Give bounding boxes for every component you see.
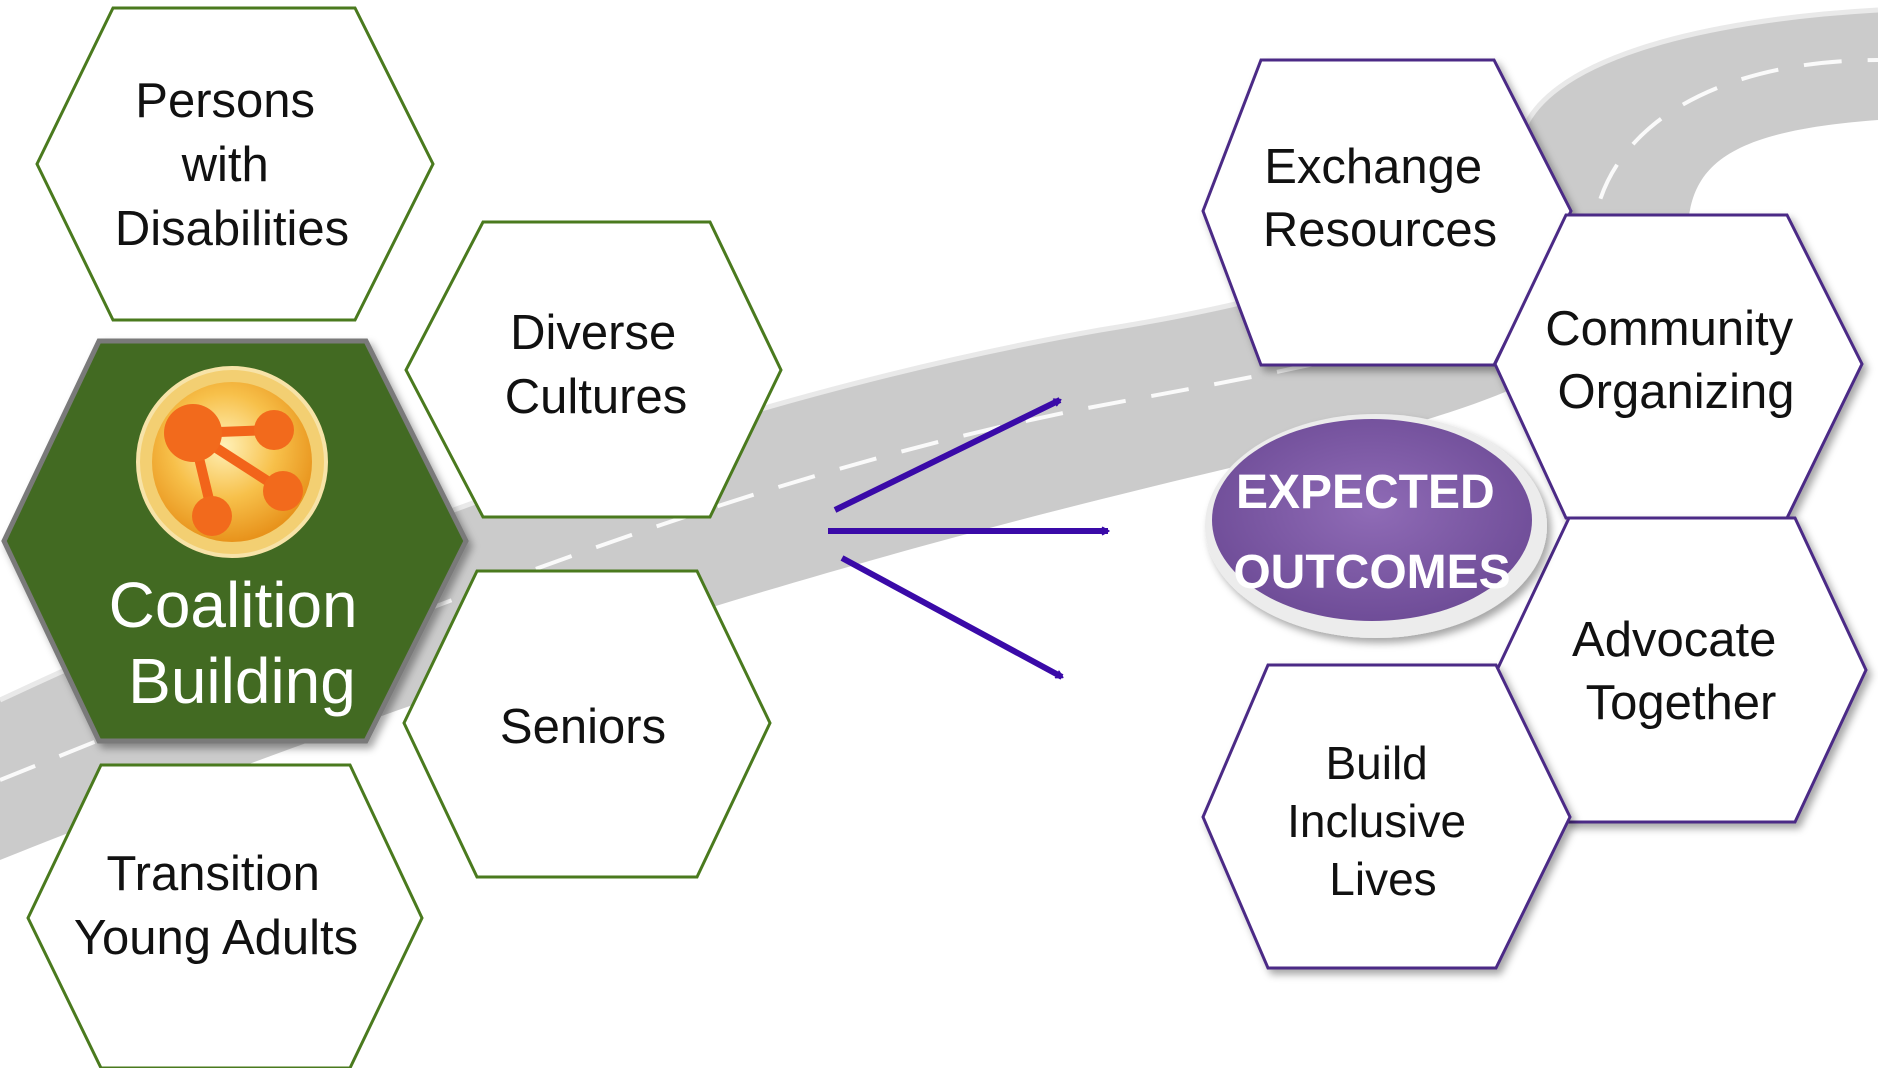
arrows — [828, 397, 1110, 680]
hex-persons-with-disabilities: Persons with Disabilities — [35, 6, 435, 322]
hub-coalition-building: Coalition Building — [1, 338, 469, 744]
hex-label-line: Diverse — [510, 306, 676, 360]
svg-text:Advocate Together: Advocate Together — [1572, 613, 1790, 730]
svg-text:Community Organizing: Community Organizing — [1545, 302, 1806, 419]
expected-outcomes-badge: EXPECTED OUTCOMES — [1205, 414, 1547, 638]
hex-seniors: Seniors — [402, 569, 772, 879]
hex-diverse-cultures: Diverse Cultures — [404, 220, 783, 519]
svg-text:Persons with Disab: Persons with Disabilities — [115, 74, 349, 256]
hex-label-line: Inclusive — [1287, 795, 1466, 847]
hex-label-line: with — [181, 138, 269, 192]
hex-label-line: Persons — [135, 74, 315, 128]
svg-text:Build Inclusive Li: Build Inclusive Lives — [1287, 737, 1479, 905]
svg-text:EXPECTED OUTCOMES: EXPECTED OUTCOMES — [1233, 466, 1510, 599]
hex-advocate-together: Advocate Together — [1495, 516, 1868, 824]
hex-exchange-resources: Exchange Resources — [1201, 58, 1573, 367]
outcome-label-line: EXPECTED — [1236, 466, 1495, 519]
hub-label-line: Building — [128, 645, 356, 717]
hex-label-line: Young Adults — [74, 911, 358, 965]
svg-text:Seniors: Seniors — [500, 700, 666, 754]
hex-label-line: Exchange — [1264, 140, 1482, 194]
hex-label-line: Cultures — [505, 370, 687, 424]
hex-community-organizing: Community Organizing — [1493, 213, 1864, 520]
svg-text:Transition Young Adults: Transition Young Adults — [74, 847, 358, 965]
hex-label-line: Seniors — [500, 700, 666, 754]
hex-label-line: Resources — [1263, 203, 1497, 257]
svg-text:Diverse Cultures: Diverse Cultures — [505, 306, 690, 424]
hex-label-line: Advocate — [1572, 613, 1776, 667]
hex-label-line: Together — [1586, 676, 1777, 730]
outcome-label-line: OUTCOMES — [1233, 546, 1510, 599]
hex-build-inclusive-lives: Build Inclusive Lives — [1201, 663, 1572, 970]
hex-label-line: Disabilities — [115, 202, 349, 256]
hex-transition-young-adults: Transition Young Adults — [26, 763, 424, 1068]
hex-label-line: Build — [1325, 737, 1427, 789]
hex-label-line: Lives — [1329, 853, 1436, 905]
arrow-up — [833, 397, 1062, 513]
svg-text:Exchange Resources: Exchange Resources — [1263, 140, 1497, 257]
svg-text:Coalition Building: Coalition Building — [109, 569, 376, 717]
hex-label-line: Organizing — [1558, 365, 1795, 419]
hex-label-line: Community — [1545, 302, 1793, 356]
hex-label-line: Transition — [107, 847, 320, 901]
hub-label-line: Coalition — [109, 569, 358, 641]
arrow-down — [840, 555, 1064, 680]
network-nodes-icon — [136, 366, 328, 558]
